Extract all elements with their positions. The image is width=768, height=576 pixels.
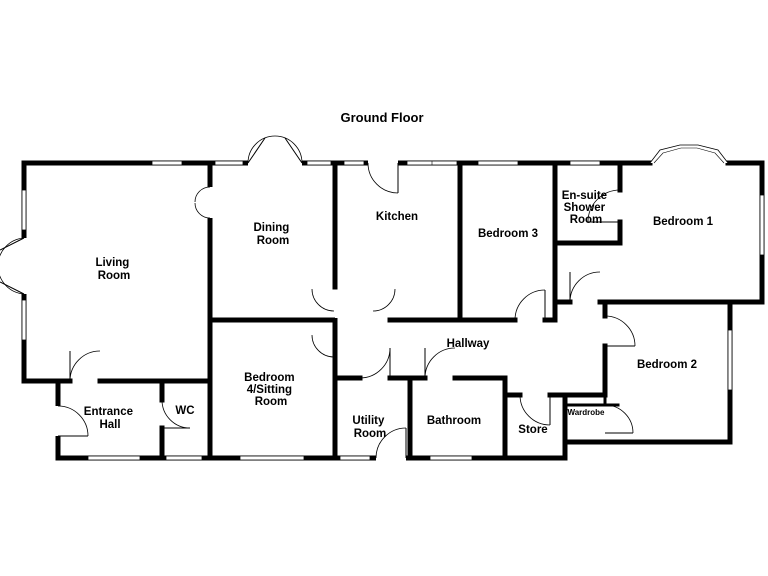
room-label-ensuite: En-suite Shower Room — [562, 190, 611, 226]
room-label-bedroom-2: Bedroom 2 — [637, 359, 697, 371]
room-label-living-room: Living Room — [95, 257, 132, 282]
room-label-entrance-hall: Entrance Hall — [84, 406, 136, 431]
internal-walls — [55, 160, 733, 461]
room-label-wardrobe: Wardrobe — [567, 408, 605, 417]
room-label-wc: WC — [175, 405, 194, 417]
room-label-hallway: Hallway — [447, 338, 490, 350]
floor-title: Ground Floor — [340, 110, 423, 125]
doors — [0, 135, 636, 461]
room-label-dining-room: Dining Room — [254, 222, 293, 247]
room-label-bedroom-3: Bedroom 3 — [478, 228, 538, 240]
room-label-bathroom: Bathroom — [427, 415, 481, 427]
windows — [21, 144, 765, 461]
room-label-utility-room: Utility Room — [352, 415, 387, 440]
room-label-store: Store — [518, 424, 547, 436]
room-label-kitchen: Kitchen — [376, 211, 418, 223]
room-label-bedroom-4: Bedroom 4/Sitting Room — [244, 372, 298, 408]
room-label-bedroom-1: Bedroom 1 — [653, 216, 714, 228]
